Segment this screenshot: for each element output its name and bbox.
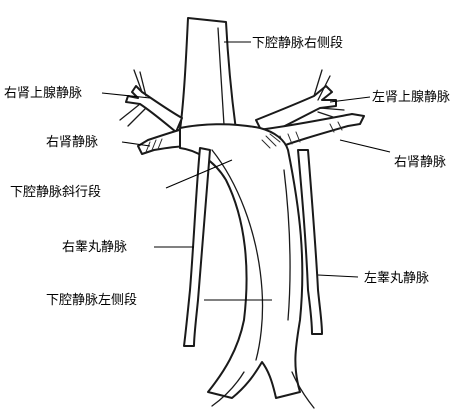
right-renal-hatch	[145, 138, 163, 153]
leader-left-testicular	[317, 274, 359, 278]
label-left-renal-vein: 右肾静脉	[394, 155, 446, 170]
ivc-oblique-and-left-segment	[179, 123, 304, 399]
right-testicular-vein	[183, 147, 211, 347]
leader-right-renal	[121, 141, 151, 147]
leader-left-renal	[339, 139, 391, 153]
label-ivc-oblique-segment: 下腔静脉斜行段	[10, 185, 101, 200]
leader-left-suprarenal	[329, 96, 371, 103]
label-ivc-right-segment: 下腔静脉右侧段	[252, 36, 343, 51]
right-suprarenal-branch-lower	[119, 103, 147, 127]
left-testicular-vein	[297, 149, 323, 335]
iliac-bifurcation	[211, 371, 315, 409]
ivc-upper-segment	[179, 17, 237, 131]
ivc-oblique-inner-line	[211, 149, 264, 361]
leader-ivc-oblique	[165, 159, 233, 189]
label-right-renal-vein: 右肾静脉	[46, 135, 98, 150]
right-suprarenal-branch-upper	[133, 69, 147, 97]
leader-right-suprarenal	[101, 92, 151, 99]
label-ivc-left-segment: 下腔静脉左侧段	[46, 293, 137, 308]
ivc-upper-inner-line	[217, 27, 225, 126]
label-left-testicular-vein: 左睾丸静脉	[364, 270, 429, 286]
ivc-hub-hatch	[261, 133, 281, 149]
ivc-left-inner-line	[283, 169, 291, 321]
label-left-suprarenal-vein: 左肾上腺静脉	[372, 90, 450, 105]
label-right-testicular-vein: 右睾丸静脉	[62, 239, 127, 255]
left-suprarenal-branch-a	[313, 69, 331, 101]
label-right-suprarenal-vein: 右肾上腺静脉	[4, 86, 82, 101]
